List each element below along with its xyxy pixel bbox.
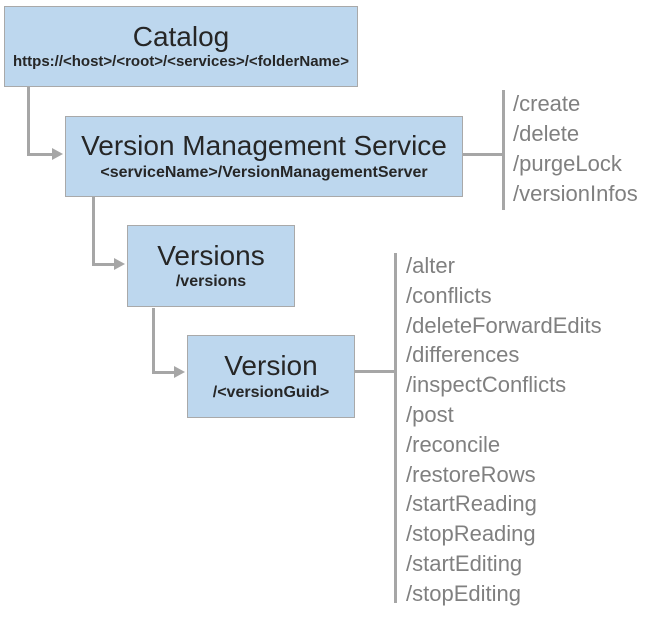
- operation-stopediting: /stopEditing: [406, 580, 521, 606]
- connector-versions-version-vertical: [152, 308, 155, 374]
- operation-restorerows: /restoreRows: [406, 461, 536, 487]
- versions-title: Versions: [157, 239, 265, 271]
- version-url-pattern: /<versionGuid>: [212, 383, 330, 401]
- node-version: Version /<versionGuid>: [187, 335, 355, 418]
- versions-url-pattern: /versions: [175, 273, 247, 291]
- operation-inspectconflicts: /inspectConflicts: [406, 372, 567, 398]
- catalog-url-pattern: https://<host>/<root>/<services>/<folder…: [13, 53, 349, 71]
- service-title: Version Management Service: [81, 130, 447, 162]
- node-versions: Versions /versions: [127, 225, 295, 307]
- connector-service-versions-horizontal: [92, 263, 115, 266]
- connector-versions-version-horizontal: [152, 371, 175, 374]
- operation-deleteforwardedits: /deleteForwardEdits: [406, 312, 602, 338]
- arrow-right-icon: [52, 148, 63, 160]
- version-ops-bracket-line: [394, 253, 397, 603]
- operation-differences: /differences: [406, 342, 520, 368]
- version-title: Version: [224, 350, 318, 382]
- version-operations-list: /alter /conflicts /deleteForwardEdits /d…: [406, 251, 602, 609]
- operation-create: /create: [513, 91, 581, 116]
- arrow-right-icon: [174, 366, 185, 378]
- catalog-title: Catalog: [132, 21, 230, 53]
- operation-startreading: /startReading: [406, 491, 537, 517]
- operation-versioninfos: /versionInfos: [513, 181, 638, 206]
- connector-catalog-service-vertical: [27, 87, 30, 156]
- operation-stopreading: /stopReading: [406, 521, 536, 547]
- operation-purgelock: /purgeLock: [513, 151, 622, 176]
- connector-service-ops-horizontal: [463, 153, 503, 156]
- operation-alter: /alter: [406, 253, 455, 278]
- connector-catalog-service-horizontal: [27, 153, 53, 156]
- operation-post: /post: [406, 401, 454, 427]
- node-version-management-service: Version Management Service <serviceName>…: [65, 116, 463, 197]
- operation-startediting: /startEditing: [406, 550, 523, 576]
- connector-service-versions-vertical: [92, 197, 95, 266]
- operation-reconcile: /reconcile: [406, 431, 501, 457]
- service-operations-list: /create /delete /purgeLock /versionInfos: [513, 89, 638, 209]
- service-ops-bracket-line: [502, 90, 505, 210]
- node-catalog: Catalog https://<host>/<root>/<services>…: [4, 6, 358, 87]
- connector-version-ops-horizontal: [355, 370, 395, 373]
- operation-conflicts: /conflicts: [406, 282, 492, 308]
- service-url-pattern: <serviceName>/VersionManagementServer: [100, 163, 428, 181]
- operation-delete: /delete: [513, 121, 580, 146]
- arrow-right-icon: [114, 258, 125, 270]
